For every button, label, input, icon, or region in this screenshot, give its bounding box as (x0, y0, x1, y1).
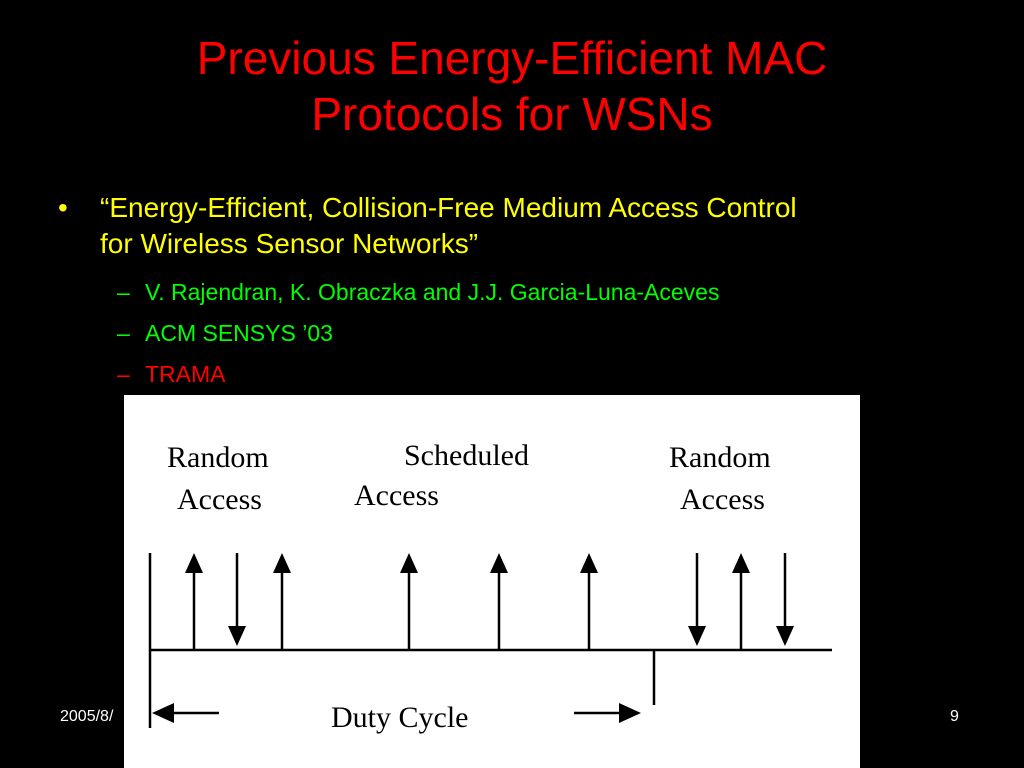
sub-item-dash: – (117, 320, 130, 346)
sub-item-text: ACM SENSYS ’03 (145, 320, 333, 346)
up-arrow-icon (732, 553, 750, 650)
up-arrow-icon (273, 553, 291, 650)
bullet-text: “Energy-Efficient, Collision-Free Medium… (100, 190, 980, 262)
label-random-access-right-2: Access (680, 483, 765, 516)
label-duty-cycle: Duty Cycle (331, 701, 468, 734)
label-random-access-left-1: Random (167, 441, 269, 474)
duty-cycle-arrowhead-left (152, 703, 174, 723)
sub-item-dash: – (117, 279, 130, 305)
up-arrow-icon (185, 553, 203, 650)
sub-item-venue: –ACM SENSYS ’03 (117, 318, 333, 348)
bullet-text-line-2: for Wireless Sensor Networks” (100, 228, 479, 259)
timing-diagram-svg: Random Access Scheduled Access Random Ac… (148, 439, 832, 734)
up-arrow-icon (490, 553, 508, 650)
label-random-access-right-1: Random (669, 441, 771, 474)
duty-cycle-arrowhead-right (619, 703, 641, 723)
slide-title: Previous Energy-Efficient MAC Protocols … (0, 30, 1024, 142)
sub-item-authors: –V. Rajendran, K. Obraczka and J.J. Garc… (117, 277, 719, 307)
transmission-arrows (185, 553, 794, 650)
label-random-access-left-2: Access (177, 483, 262, 516)
sub-item-dash: – (117, 361, 130, 387)
bullet-marker: • (58, 192, 68, 223)
label-scheduled-1: Scheduled (404, 439, 529, 472)
down-arrow-icon (688, 553, 706, 646)
footer-date: 2005/8/ (60, 708, 114, 725)
down-arrow-icon (228, 553, 246, 646)
down-arrow-icon (776, 553, 794, 646)
sub-item-text: TRAMA (145, 361, 226, 387)
page-number: 9 (950, 708, 959, 725)
title-line-1: Previous Energy-Efficient MAC (196, 32, 828, 84)
title-line-2: Protocols for WSNs (311, 88, 713, 140)
sub-item-protocol: –TRAMA (117, 359, 226, 389)
up-arrow-icon (580, 553, 598, 650)
bullet-text-line-1: “Energy-Efficient, Collision-Free Medium… (100, 192, 797, 223)
label-scheduled-2: Access (354, 479, 439, 512)
trama-timing-diagram: Random Access Scheduled Access Random Ac… (124, 395, 860, 768)
sub-item-text: V. Rajendran, K. Obraczka and J.J. Garci… (145, 279, 720, 305)
up-arrow-icon (400, 553, 418, 650)
